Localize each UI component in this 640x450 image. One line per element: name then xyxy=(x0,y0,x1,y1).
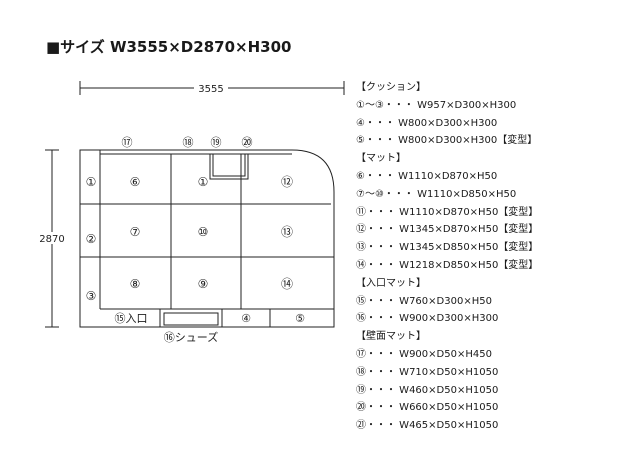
mat-label: ⑥ xyxy=(130,175,141,189)
spec-line: ⑪・・・ W1110×D870×H50【変型】 xyxy=(356,206,539,218)
section-header: 【入口マット】 xyxy=(356,277,426,289)
cushion-label: ② xyxy=(86,232,97,246)
spec-line: ⑰・・・ W900×D50×H450 xyxy=(356,348,492,360)
wall-mat-label: ⑱ xyxy=(183,136,194,149)
cushion-label: ④ xyxy=(241,312,251,325)
width-dimension: 3555 xyxy=(79,81,345,95)
wall-mat-label: ⑰ xyxy=(122,136,133,149)
spec-line: ⑱・・・ W710×D50×H1050 xyxy=(356,366,499,378)
spec-line: ⑦～⑩・・・ W1110×D850×H50 xyxy=(356,188,517,200)
cushion-label: ③ xyxy=(86,289,97,303)
spec-line: ㉑・・・ W465×D50×H1050 xyxy=(356,420,499,432)
mat-label: ⑧ xyxy=(130,277,141,291)
mat-label: ⑫ xyxy=(281,175,293,189)
wall-mat-label: ⑲ xyxy=(211,136,222,149)
shoes-box xyxy=(163,312,219,326)
spec-line: ⑫・・・ W1345×D870×H50【変型】 xyxy=(356,224,539,236)
mat-label: ⑩ xyxy=(198,225,209,239)
spec-line: ⑲・・・ W460×D50×H1050 xyxy=(356,384,499,396)
depth-dimension-label: 2870 xyxy=(39,234,64,245)
spec-line: ⑯・・・ W900×D300×H300 xyxy=(356,313,499,325)
section-header: 【壁面マット】 xyxy=(356,331,426,343)
wall-mat-label: ⑳ xyxy=(242,136,253,149)
spec-line: ⑤・・・ W800×D300×H300【変型】 xyxy=(356,135,538,147)
play-area-outline xyxy=(79,149,335,328)
section-header: 【クッション】 xyxy=(356,82,426,93)
spec-list: 【クッション】 ①～③・・・ W957×D300×H300 ④・・・ W800×… xyxy=(356,79,636,435)
mat-label: ① xyxy=(198,175,209,189)
cushion-label: ① xyxy=(86,175,97,189)
page-title: ■サイズ W3555×D2870×H300 xyxy=(46,38,292,56)
entrance-mat-label: ⑮入口 xyxy=(115,312,148,325)
mat-label: ⑨ xyxy=(198,277,209,291)
mat-label: ⑭ xyxy=(281,277,293,291)
spec-line: ⑮・・・ W760×D300×H50 xyxy=(356,295,492,307)
mat-label: ⑦ xyxy=(130,225,141,239)
spec-line: ⑥・・・ W1110×D870×H50 xyxy=(356,170,498,182)
shoes-label: ⑯シューズ xyxy=(164,330,218,344)
depth-dimension: 2870 xyxy=(36,149,68,328)
wall-notch xyxy=(212,154,246,177)
section-header: 【マット】 xyxy=(356,153,406,165)
spec-line: ⑬・・・ W1345×D850×H50【変型】 xyxy=(356,242,539,254)
spec-line: ⑭・・・ W1218×D850×H50【変型】 xyxy=(356,259,539,271)
spec-line: ①～③・・・ W957×D300×H300 xyxy=(356,99,517,111)
cushion-label: ⑤ xyxy=(295,312,305,325)
width-dimension-label: 3555 xyxy=(198,84,223,95)
spec-line: ④・・・ W800×D300×H300 xyxy=(356,117,498,129)
spec-line: ⑳・・・ W660×D50×H1050 xyxy=(356,402,499,414)
mat-label: ⑬ xyxy=(281,225,293,239)
